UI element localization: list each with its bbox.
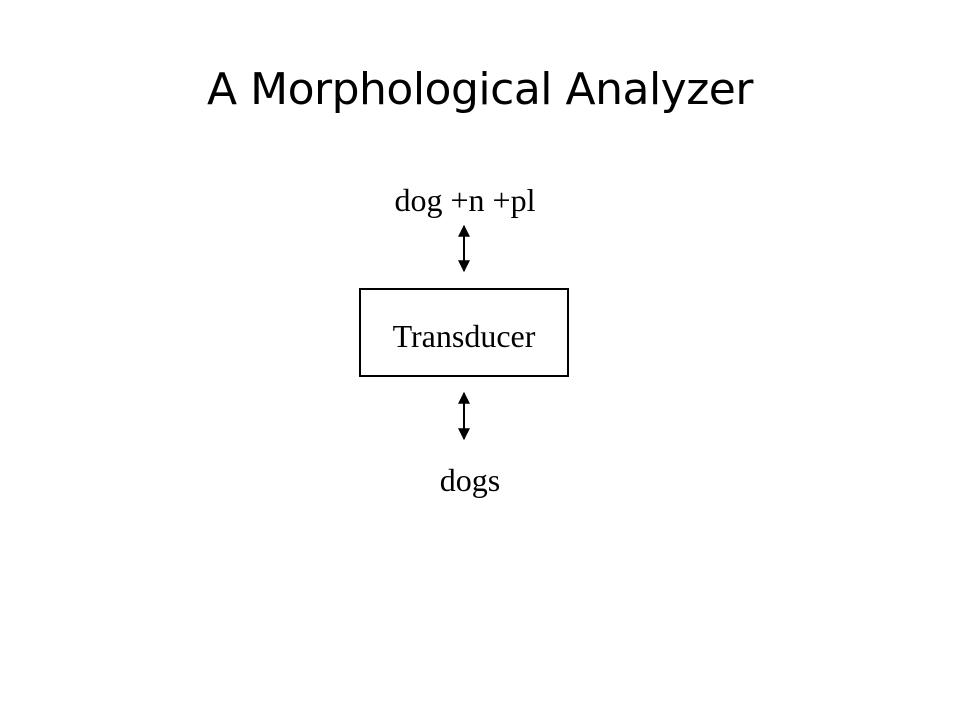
- lower-form-label: dogs: [439, 462, 501, 498]
- slide-title: A Morphological Analyzer: [207, 64, 753, 115]
- upper-form-label: dog +n +pl: [394, 182, 536, 218]
- transducer-label: Transducer: [392, 318, 536, 354]
- transducer-box: Transducer: [359, 288, 569, 377]
